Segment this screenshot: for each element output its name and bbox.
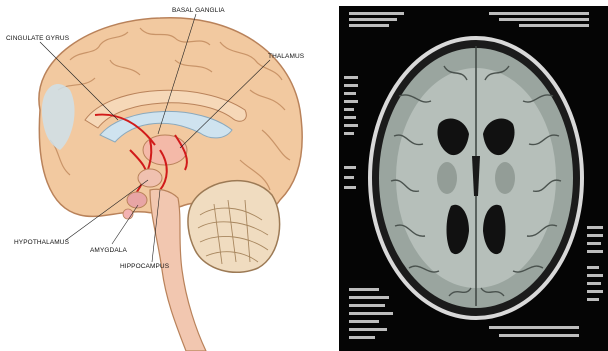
label-cingulate-gyrus: CINGULATE GYRUS bbox=[6, 35, 70, 42]
label-hippocampus: HIPPOCAMPUS bbox=[120, 263, 170, 270]
amygdala bbox=[127, 192, 147, 208]
label-amygdala: AMYGDALA bbox=[90, 247, 127, 254]
brain-sagittal-drawing: CINGULATE GYRUS BASAL GANGLIA THALAMUS H… bbox=[0, 0, 330, 351]
basal-ganglia-left bbox=[437, 162, 457, 194]
basal-ganglia-right bbox=[495, 162, 515, 194]
pituitary-gland bbox=[123, 209, 133, 219]
hypothalamus bbox=[138, 169, 162, 187]
mri-image bbox=[339, 6, 608, 351]
label-hypothalamus: HYPOTHALAMUS bbox=[14, 239, 70, 246]
brain-anatomy-illustration: CINGULATE GYRUS BASAL GANGLIA THALAMUS H… bbox=[0, 0, 330, 351]
label-thalamus: THALAMUS bbox=[268, 53, 305, 60]
label-basal-ganglia: BASAL GANGLIA bbox=[172, 7, 225, 14]
axial-mri-scan bbox=[339, 6, 608, 351]
